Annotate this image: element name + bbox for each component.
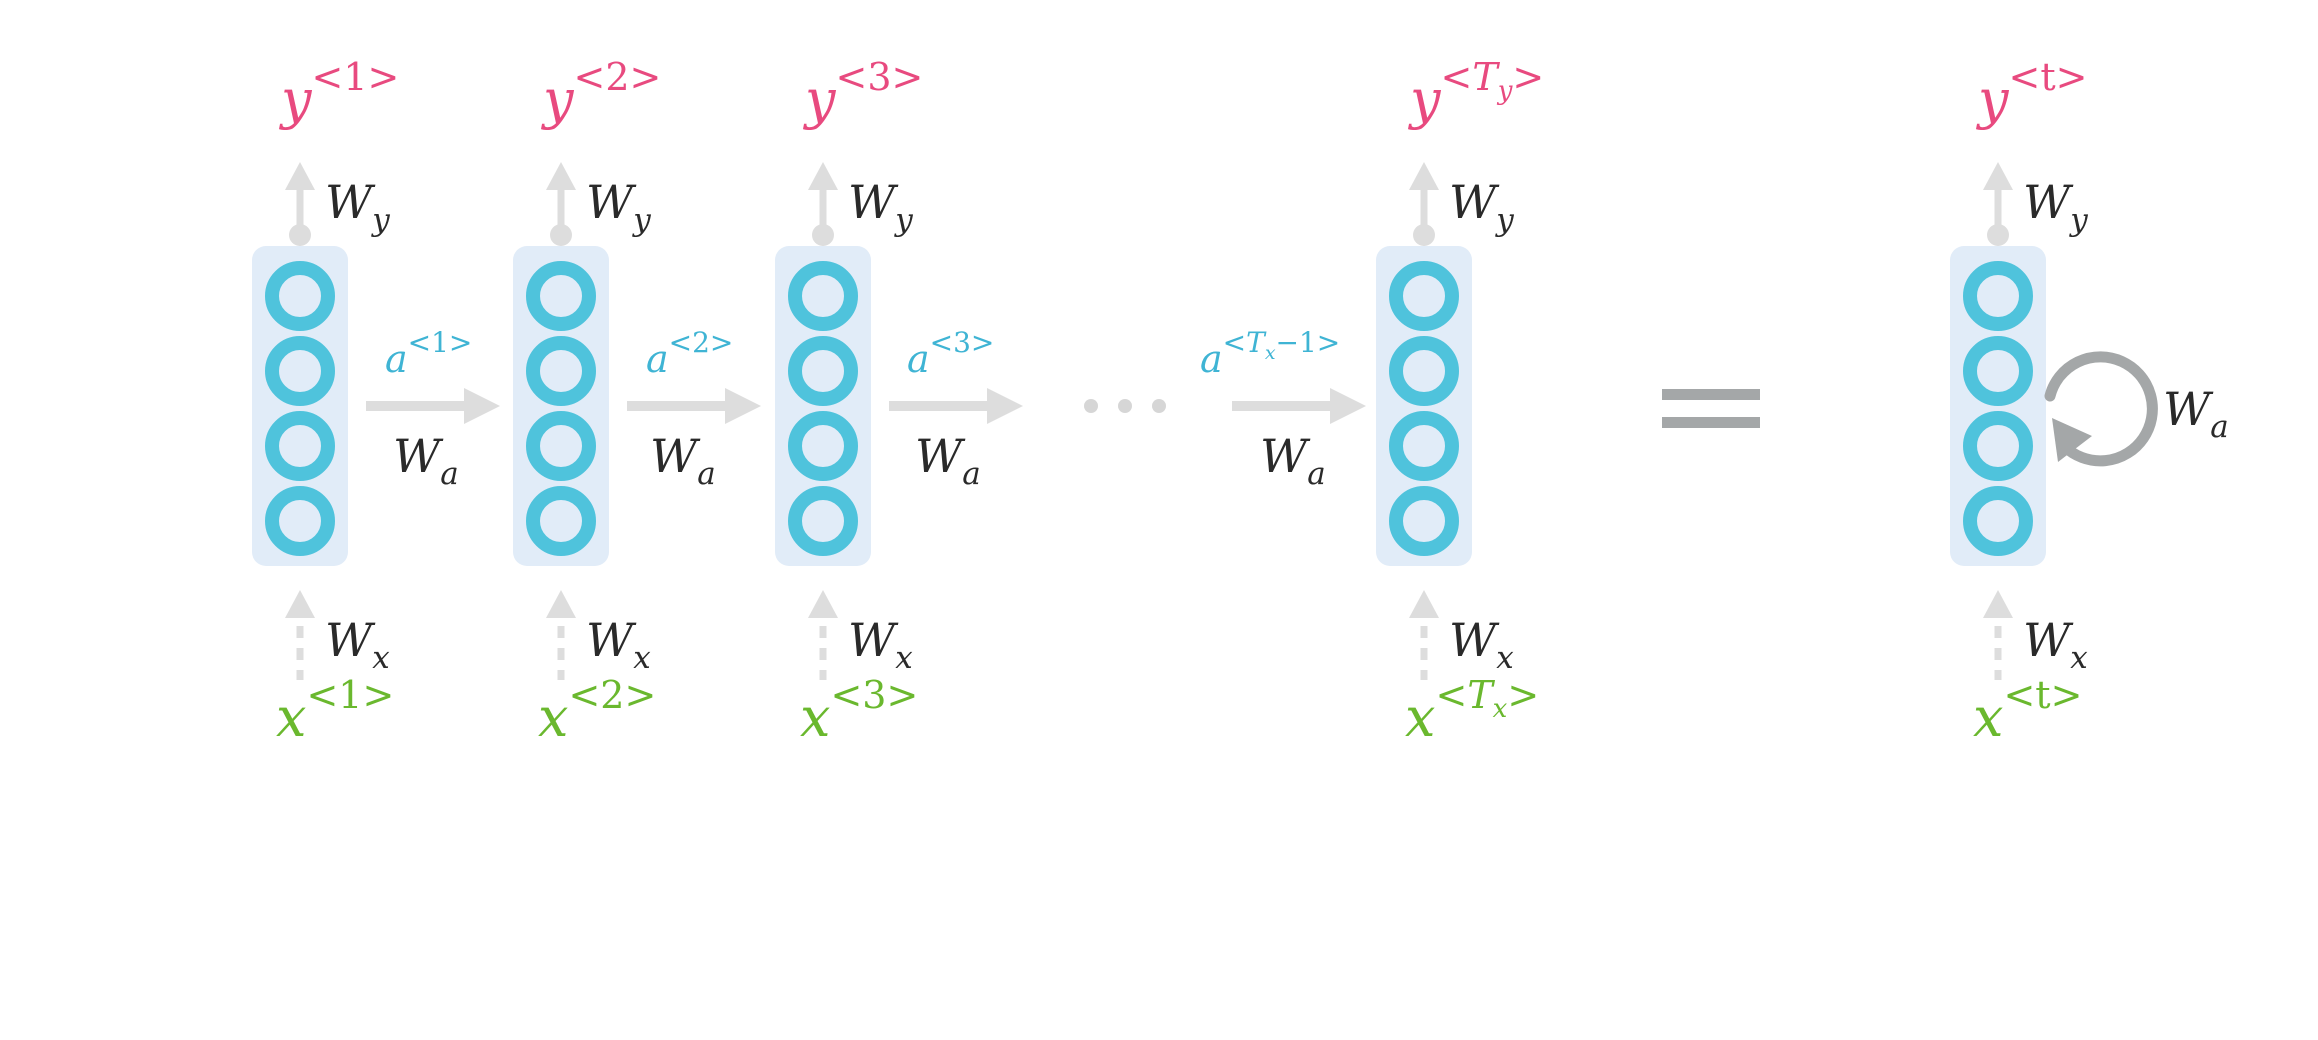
neuron: [1389, 486, 1459, 556]
activation-label-1: a<1>: [385, 326, 472, 381]
neuron: [788, 261, 858, 331]
neuron-stack-last: [1389, 261, 1459, 556]
neuron-stack-2: [526, 261, 596, 556]
input-arrowhead-last: [1409, 590, 1439, 618]
wy-label-rolled: Wy: [2023, 175, 2088, 238]
wx-label-1: Wx: [325, 613, 390, 676]
wa-label-2: Wa: [650, 429, 716, 492]
output-node-3: [812, 224, 834, 246]
neuron: [1963, 336, 2033, 406]
output-label-last: y<Ty>: [1408, 55, 1544, 131]
rnn-cell-2: y<2> Wy Wx x<2>: [513, 55, 661, 749]
neuron: [788, 486, 858, 556]
wx-label-last: Wx: [1449, 613, 1514, 676]
hidden-arrow-3: a<3> Wa: [889, 326, 1023, 492]
equals-sign: [1662, 389, 1760, 428]
output-arrowhead-1: [285, 162, 315, 190]
output-node-2: [550, 224, 572, 246]
output-arrowhead-rolled: [1983, 162, 2013, 190]
output-arrowhead-3: [808, 162, 838, 190]
rnn-cell-last: y<Ty> Wy Wx x<Tx>: [1376, 55, 1544, 749]
wy-label-1: Wy: [325, 175, 390, 238]
wa-label-3: Wa: [915, 429, 981, 492]
input-arrowhead-rolled: [1983, 590, 2013, 618]
neuron: [526, 336, 596, 406]
neuron-stack-3: [788, 261, 858, 556]
rnn-cell-1: y<1> Wy Wx x<1>: [252, 55, 399, 749]
output-node-last: [1413, 224, 1435, 246]
input-arrowhead-1: [285, 590, 315, 618]
neuron: [526, 411, 596, 481]
input-label-3: x<3>: [800, 673, 918, 749]
wx-label-3: Wx: [848, 613, 913, 676]
input-label-rolled: x<t>: [1973, 673, 2082, 749]
neuron: [265, 486, 335, 556]
input-label-1: x<1>: [276, 673, 394, 749]
input-arrowhead-2: [546, 590, 576, 618]
ellipsis-dot: [1152, 399, 1166, 413]
input-label-2: x<2>: [538, 673, 656, 749]
output-arrowhead-last: [1409, 162, 1439, 190]
output-label-3: y<3>: [803, 55, 923, 131]
input-label-last: x<Tx>: [1405, 673, 1539, 749]
neuron: [265, 336, 335, 406]
wy-label-2: Wy: [586, 175, 651, 238]
hidden-arrowhead-last: [1330, 388, 1366, 424]
recurrent-loop-icon: [2044, 351, 2158, 467]
neuron-stack-rolled: [1963, 261, 2033, 556]
wy-label-3: Wy: [848, 175, 913, 238]
hidden-arrowhead-2: [725, 388, 761, 424]
neuron: [788, 411, 858, 481]
hidden-arrow-last: a<Tx−1> Wa: [1200, 326, 1366, 492]
neuron: [265, 261, 335, 331]
hidden-arrowhead-1: [464, 388, 500, 424]
wa-label-rolled: Wa: [2163, 382, 2229, 445]
wx-label-rolled: Wx: [2023, 613, 2088, 676]
wx-label-2: Wx: [586, 613, 651, 676]
neuron: [526, 261, 596, 331]
ellipsis-dot: [1118, 399, 1132, 413]
wa-label-1: Wa: [393, 429, 459, 492]
ellipsis: [1084, 399, 1166, 413]
output-node-1: [289, 224, 311, 246]
neuron-stack-1: [265, 261, 335, 556]
wy-label-last: Wy: [1449, 175, 1514, 238]
hidden-arrow-2: a<2> Wa: [627, 326, 761, 492]
rnn-cell-3: y<3> Wy Wx x<3>: [775, 55, 923, 749]
neuron: [526, 486, 596, 556]
neuron: [1389, 411, 1459, 481]
loop-arrowhead: [2052, 418, 2092, 462]
hidden-arrowhead-3: [987, 388, 1023, 424]
output-node-rolled: [1987, 224, 2009, 246]
activation-label-2: a<2>: [646, 326, 733, 381]
output-label-rolled: y<t>: [1976, 55, 2087, 131]
output-label-2: y<2>: [541, 55, 661, 131]
rnn-rolled-cell: y<t> Wy Wa Wx x<t>: [1950, 55, 2229, 749]
wa-label-last: Wa: [1260, 429, 1326, 492]
neuron: [1963, 486, 2033, 556]
activation-label-last: a<Tx−1>: [1200, 326, 1340, 381]
output-arrowhead-2: [546, 162, 576, 190]
ellipsis-dot: [1084, 399, 1098, 413]
hidden-arrow-1: a<1> Wa: [366, 326, 500, 492]
neuron: [1963, 261, 2033, 331]
neuron: [788, 336, 858, 406]
neuron: [1963, 411, 2033, 481]
neuron: [265, 411, 335, 481]
neuron: [1389, 261, 1459, 331]
neuron: [1389, 336, 1459, 406]
output-label-1: y<1>: [279, 55, 399, 131]
input-arrowhead-3: [808, 590, 838, 618]
activation-label-3: a<3>: [907, 326, 994, 381]
